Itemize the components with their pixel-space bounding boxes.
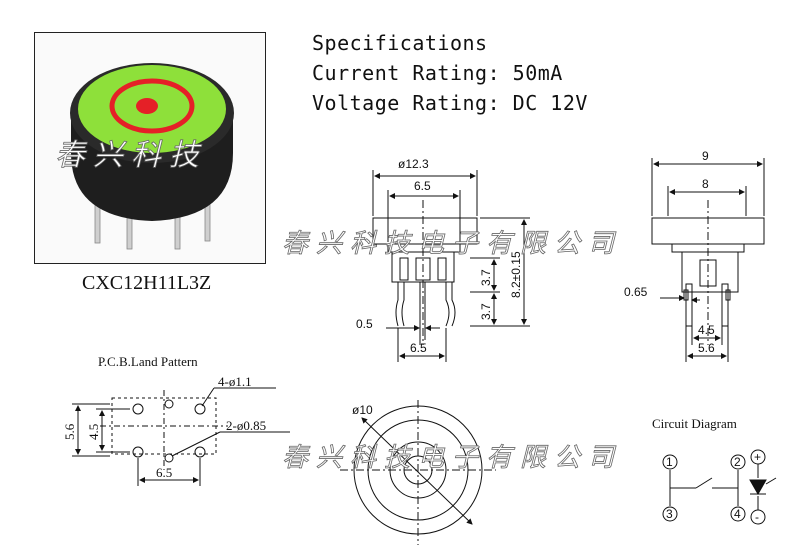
dim-pin-span: 5.6 <box>698 341 715 355</box>
pcb-hole <box>132 403 144 415</box>
dim-side-inner: 8 <box>702 177 709 191</box>
pcb-dim-inner-height: 4.5 <box>86 424 101 440</box>
pcb-hole <box>194 403 206 415</box>
pin-2-label: 2 <box>734 455 741 469</box>
pin-2-terminal <box>730 454 746 470</box>
pin-4-label: 4 <box>734 507 741 521</box>
dim-upper-height: 3.7 <box>479 269 493 286</box>
pin-3-label: 3 <box>666 507 673 521</box>
circuit-title: Circuit Diagram <box>652 416 737 431</box>
dim-pin-pitch: 6.5 <box>410 341 427 355</box>
pcb-hole-small <box>164 453 174 463</box>
pcb-hole-small <box>164 399 174 409</box>
spec-voltage: Voltage Rating: DC 12V <box>312 91 588 115</box>
pcb-hole <box>194 446 206 458</box>
watermark-line1: 春兴科技电子有限公司 <box>282 229 622 259</box>
pcb-hole <box>132 446 144 458</box>
led-icon <box>749 479 767 496</box>
pin-4-terminal <box>730 506 746 522</box>
product-photo-frame: 春兴科技 <box>34 32 266 264</box>
model-number: CXC12H11L3Z <box>82 272 212 294</box>
front-view <box>372 170 530 362</box>
watermark-line2: 春兴科技电子有限公司 <box>282 443 622 473</box>
spec-current: Current Rating: 50mA <box>312 61 563 85</box>
pcb-title: P.C.B.Land Pattern <box>98 354 198 369</box>
pcb-dim-width: 6.5 <box>156 465 172 480</box>
circuit-diagram <box>662 449 777 525</box>
photo-ring <box>109 78 195 134</box>
minus-label: - <box>755 510 759 524</box>
dim-pin-width: 0.5 <box>356 317 373 331</box>
pin-1-label: 1 <box>666 455 673 469</box>
pin-1-terminal <box>662 454 678 470</box>
dim-pin-thickness: 0.65 <box>624 285 648 299</box>
dim-outer-diameter: ø12.3 <box>398 157 429 171</box>
pin-3-terminal <box>662 506 678 522</box>
dim-pin-gap: 4.5 <box>698 323 715 337</box>
top-view-diameter: ø10 <box>352 403 373 417</box>
plus-label: + <box>754 450 761 464</box>
pcb-hole-b-label: 2-ø0.85 <box>226 418 266 433</box>
dim-side-outer: 9 <box>702 149 709 163</box>
top-view <box>340 400 496 545</box>
product-photo: 春兴科技 <box>55 63 234 250</box>
side-view <box>651 158 765 362</box>
dim-cap-width: 6.5 <box>414 179 431 193</box>
pcb-hole-a-label: 4-ø1.1 <box>218 374 252 389</box>
dim-total-height: 8.2±0.15 <box>509 251 523 298</box>
pcb-pattern <box>72 387 290 486</box>
pcb-dim-outer-height: 5.6 <box>62 423 77 440</box>
spec-title: Specifications <box>312 31 488 55</box>
photo-watermark: 春兴科技 <box>55 138 207 173</box>
dim-lower-height: 3.7 <box>479 303 493 320</box>
photo-dot <box>136 98 158 114</box>
